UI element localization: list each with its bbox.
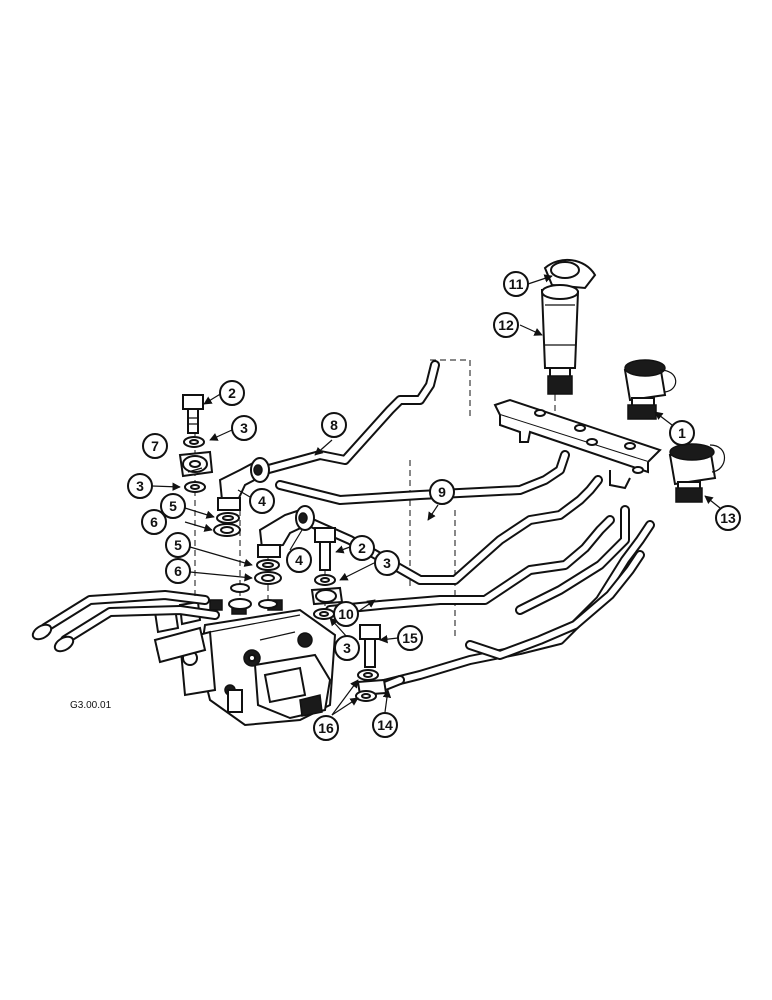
callout-4-upper: 4 [249,488,275,514]
callout-label: 16 [318,720,334,736]
callout-5-upper: 5 [160,493,186,519]
filter-cap [543,258,597,290]
callout-1: 1 [669,420,695,446]
callout-label: 7 [151,438,159,454]
callout-label: 8 [330,417,338,433]
banjo-bolt-upper [182,394,204,434]
callout-label: 5 [174,537,182,553]
callout-label: 13 [720,510,736,526]
callout-5-lower: 5 [165,532,191,558]
callout-7: 7 [142,433,168,459]
callout-6-upper: 6 [141,509,167,535]
callout-6-lower: 6 [165,558,191,584]
callout-label: 2 [228,385,236,401]
elbow-fitting-upper [217,457,270,511]
callout-3-middle: 3 [374,550,400,576]
callout-16: 16 [313,715,339,741]
quick-coupler-lower [668,443,726,503]
callout-label: 3 [383,555,391,571]
callout-label: 3 [240,420,248,436]
callout-label: 6 [174,563,182,579]
banjo-fitting [178,450,214,478]
elbow-fitting-lower [257,505,315,558]
callout-label: 5 [169,498,177,514]
callout-3-lower: 3 [334,635,360,661]
callout-label: 15 [402,630,418,646]
banjo-bolt-middle [310,527,344,620]
callout-13: 13 [715,505,741,531]
callout-label: 1 [678,425,686,441]
quick-coupler-upper [623,359,677,420]
control-levers [31,590,220,653]
hydraulic-pipes [260,360,655,693]
callout-11: 11 [503,271,529,297]
callout-label: 12 [498,317,514,333]
callout-label: 4 [258,493,266,509]
callout-label: 4 [295,552,303,568]
callout-label: 11 [509,276,524,292]
callout-label: 9 [438,484,446,500]
callout-14: 14 [372,712,398,738]
filter-canister [540,284,580,395]
callout-3-upper: 3 [231,415,257,441]
washers-middle [213,512,282,585]
callout-10: 10 [333,601,359,627]
callout-label: 3 [343,640,351,656]
control-valve-block [153,599,337,727]
valve-port-washers [228,583,278,610]
callout-8: 8 [321,412,347,438]
banjo-bolt-lower [355,624,388,702]
callout-2-upper: 2 [219,380,245,406]
callout-label: 6 [150,514,158,530]
callout-2-middle: 2 [349,535,375,561]
callout-label: 2 [358,540,366,556]
mounting-bracket [493,398,662,490]
washers-upper [183,436,206,493]
figure-code: G3.00.01 [70,700,112,711]
callout-label: 10 [338,606,354,622]
callout-3-left: 3 [127,473,153,499]
callout-4-lower: 4 [286,547,312,573]
leader-lines [151,274,721,716]
callout-12: 12 [493,312,519,338]
callout-9: 9 [429,479,455,505]
callout-15: 15 [397,625,423,651]
callout-label: 3 [136,478,144,494]
callout-label: 14 [377,717,393,733]
